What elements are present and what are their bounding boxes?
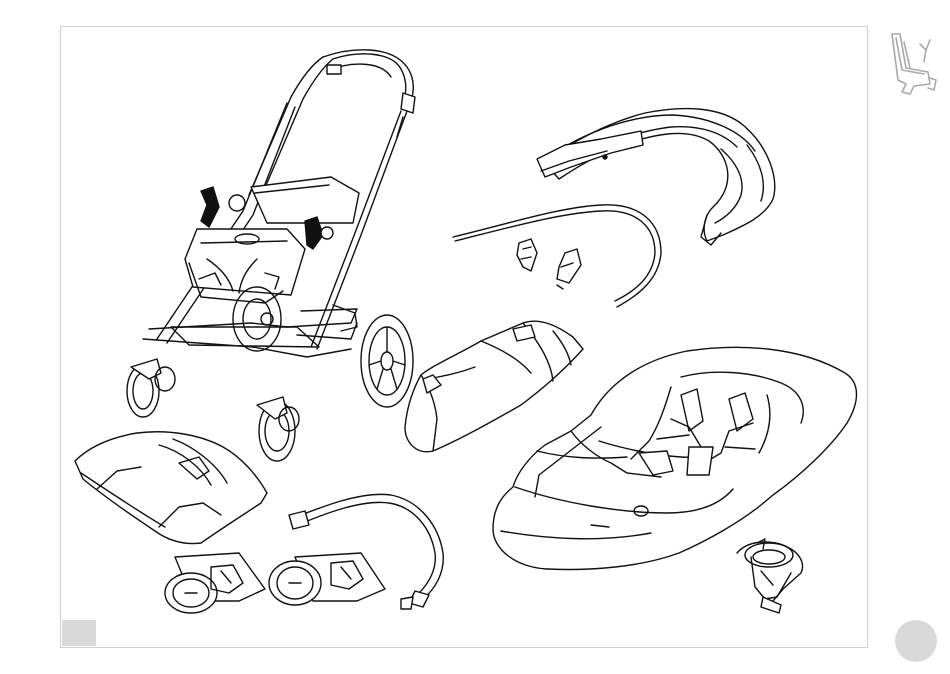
canopy-illustration bbox=[537, 109, 775, 245]
stroller-frame-illustration bbox=[127, 50, 415, 461]
page-number-marker bbox=[62, 620, 96, 646]
footmuff-illustration bbox=[75, 432, 267, 544]
cup-holder-illustration bbox=[737, 539, 803, 613]
illustration-frame bbox=[60, 26, 868, 648]
sun-visor-roll-illustration bbox=[405, 321, 583, 452]
page-dot-icon bbox=[895, 620, 937, 662]
side-adapters-illustration bbox=[165, 553, 385, 613]
canopy-adapters-illustration bbox=[517, 239, 581, 289]
parts-illustration bbox=[61, 27, 869, 649]
seat-recline-icon bbox=[884, 28, 942, 108]
canopy-frame-wire-illustration bbox=[453, 205, 661, 307]
